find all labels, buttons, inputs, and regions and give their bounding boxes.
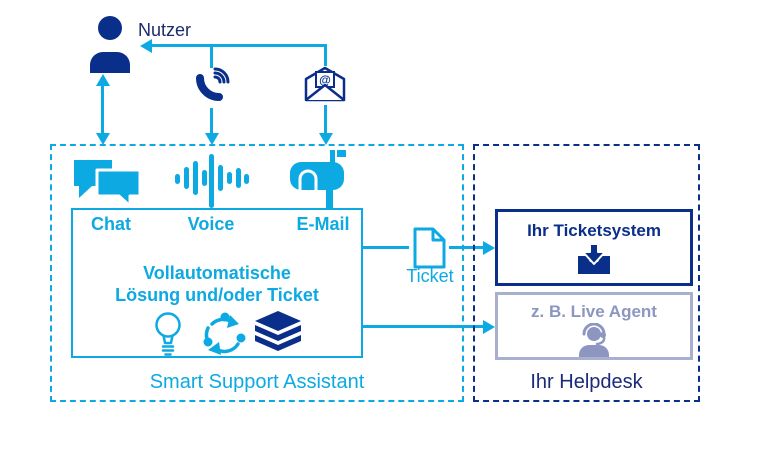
user-icon [90, 16, 130, 73]
helpdesk-frame [473, 144, 700, 402]
connector-phone-upper [210, 46, 213, 68]
cycle-icon [203, 312, 246, 355]
voice-icon [175, 154, 249, 208]
arrowhead-to-liveagent [483, 320, 495, 334]
connector-email-lower [324, 105, 327, 134]
email-icon: @ [304, 66, 346, 102]
channel-label-email: E-Mail [296, 214, 350, 234]
phone-icon [196, 67, 230, 101]
connector-email-upper [324, 46, 327, 66]
user-label: Nutzer [138, 20, 192, 40]
ticketsystem-label: Ihr Ticketsystem [527, 221, 661, 240]
smart-support-assistant-frame [50, 144, 464, 402]
liveagent-box: z. B. Live Agent [495, 292, 693, 360]
email-at-glyph: @ [319, 73, 331, 87]
auto-solution-line1: Vollautomatische [143, 263, 291, 283]
agent-headset-icon [579, 323, 609, 357]
connector-user-vertical [101, 85, 104, 134]
mailbox-icon [290, 150, 346, 208]
arrowhead-to-ticketsystem [483, 241, 495, 255]
ticketsystem-box: Ihr Ticketsystem [495, 209, 693, 286]
liveagent-label: z. B. Live Agent [531, 302, 657, 321]
chat-icon [74, 160, 142, 208]
ticket-icon [413, 227, 446, 269]
connector-ticket-left [363, 246, 409, 249]
channel-label-voice: Voice [187, 214, 235, 234]
arrowhead-user-up [96, 74, 110, 86]
inbox-icon [578, 243, 610, 274]
lightbulb-icon [155, 312, 181, 356]
assistant-inner-box [71, 208, 363, 358]
connector-phone-lower [210, 108, 213, 134]
arrowhead-phone-down [205, 133, 219, 145]
knowledge-books-icon [255, 311, 301, 351]
auto-solution-text: Vollautomatische Lösung und/oder Ticket [71, 262, 363, 306]
assistant-caption: Smart Support Assistant [149, 371, 365, 393]
arrowhead-email-down [319, 133, 333, 145]
channel-label-chat: Chat [91, 214, 131, 234]
auto-solution-line2: Lösung und/oder Ticket [115, 285, 319, 305]
ticket-label: Ticket [406, 266, 454, 286]
connector-top-horizontal [151, 44, 327, 47]
arrowhead-user-down [96, 133, 110, 145]
connector-ticket-right [449, 246, 483, 249]
helpdesk-caption: Ihr Helpdesk [530, 371, 643, 393]
arrowhead-left-to-user [140, 39, 152, 53]
connector-liveagent [363, 325, 483, 328]
